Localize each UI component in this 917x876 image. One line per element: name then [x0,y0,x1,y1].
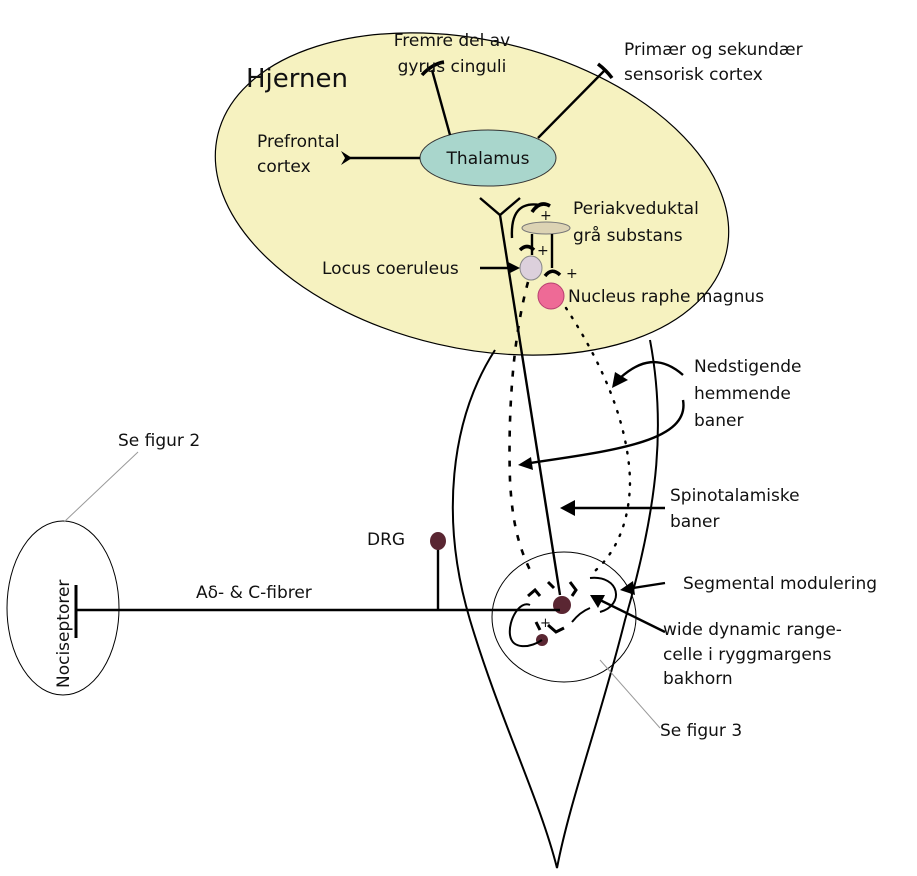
wdr-label-line2: celle i ryggmargens [663,645,832,665]
spino-label-line2: baner [670,512,719,532]
descending-arrow-upper [620,362,683,378]
se-figur-3-label: Se figur 3 [660,721,742,741]
periaqueductal-grey [522,222,570,234]
nociceptors-label: Nociseptorer [54,580,74,688]
se-figur-2-leader [64,452,138,522]
drg-label: DRG [367,530,405,550]
dh-synapse-b [548,582,554,588]
plus-locus: + [537,243,549,259]
descending-label-line2: hemmende [694,384,791,404]
segmental-label: Segmental modulering [683,574,877,594]
gyrus-label-line2: gyrus cinguli [398,57,507,77]
locus-coeruleus [520,256,542,280]
segmental-arrowhead [620,581,635,595]
dh-synapse-a [528,590,540,596]
drg-cell [430,532,446,550]
raphe-label: Nucleus raphe magnus [568,287,764,307]
spino-label-line1: Spinotalamiske [670,486,800,506]
thalamus-label: Thalamus [446,149,530,169]
wdr-label-line1: wide dynamic range- [663,620,842,640]
wdr-label-line3: bakhorn [663,669,733,689]
pag-label-line2: grå substans [573,225,683,246]
dh-synapse-e [572,608,590,622]
plus-dorsal-horn: + [540,616,551,631]
sensory-label-line2: sensorisk cortex [624,65,763,85]
prefrontal-label-line2: cortex [257,157,311,177]
nucleus-raphe-magnus [538,283,564,309]
segmental-arrow [633,583,665,588]
se-figur-2-label: Se figur 2 [118,431,200,451]
se-figur-3-leader [600,660,660,728]
prefrontal-label-line1: Prefrontal [257,132,340,152]
pag-label-line1: Periakveduktal [573,199,699,219]
descending-label-line1: Nedstigende [694,357,802,377]
descending-arrowhead-lower [518,457,533,470]
sensory-label-line1: Primær og sekundær [624,40,803,60]
descending-label-line3: baner [694,411,743,431]
locus-label: Locus coeruleus [322,259,459,279]
spino-arrowhead [560,500,575,516]
descending-arrow-lower [530,400,683,463]
wdr-arrow [600,600,665,632]
plus-raphe: + [566,266,578,282]
dh-synapse-c [570,582,576,596]
brain-label: Hjernen [246,64,348,94]
gyrus-label-line1: Fremre del av [394,31,511,51]
fibres-label: Aδ- & C-fibrer [196,583,312,603]
wdr-cell [553,596,571,614]
